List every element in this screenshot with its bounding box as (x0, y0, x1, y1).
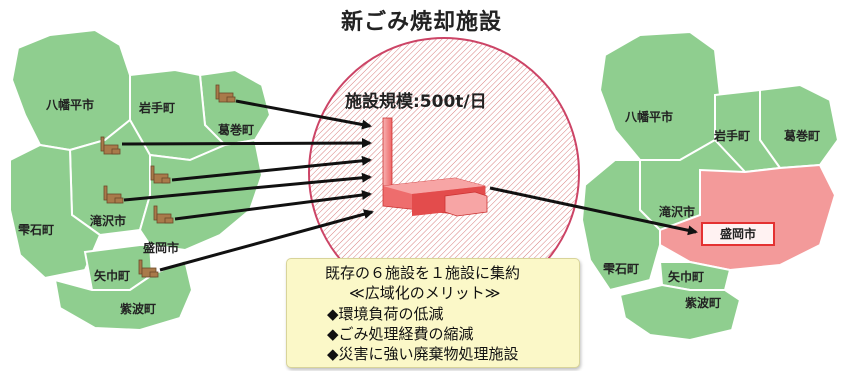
right-label-iwate: 岩手町 (714, 129, 751, 143)
facility-icon-2 (100, 136, 121, 155)
arrow-1 (235, 99, 372, 130)
left-label-kuzumaki: 葛巻町 (218, 123, 255, 137)
facility-icon-6 (138, 259, 159, 278)
right-region-shizukuishi (580, 159, 661, 292)
right-label-hachimantai: 八幡平市 (625, 110, 674, 124)
left-map (9, 28, 272, 332)
facility-icon-3 (150, 165, 171, 184)
right-label-yahaba: 矢巾町 (668, 270, 705, 284)
facility-icon-5 (153, 205, 174, 224)
facility-icon-4 (103, 185, 124, 204)
left-label-morioka: 盛岡市 (143, 241, 180, 255)
right-label-morioka: 盛岡市 (719, 227, 756, 241)
left-label-hachimantai: 八幡平市 (46, 98, 95, 112)
left-label-shiwa: 紫波町 (120, 302, 157, 316)
right-map (580, 30, 840, 342)
info-headline: 既存の６施設を１施設に集約 (325, 264, 521, 282)
left-region-shiwa (53, 258, 194, 332)
arrow-6 (159, 209, 374, 272)
left-label-iwate: 岩手町 (139, 101, 176, 115)
right-label-shiwa: 紫波町 (685, 296, 722, 310)
arrow-5 (174, 190, 372, 221)
right-label-kuzumaki: 葛巻町 (784, 129, 821, 143)
right-region-hachimantai (598, 30, 722, 161)
page-title: 新ごみ焼却施設 (340, 10, 502, 35)
left-label-takizawa: 滝沢市 (90, 214, 127, 228)
right-label-takizawa: 滝沢市 (659, 205, 696, 219)
merit-item-3: ◆災害に強い廃棄物処理施設 (327, 345, 519, 363)
central-facility-icon (382, 117, 488, 217)
left-label-shizukuishi: 雫石町 (18, 223, 55, 237)
right-region-shiwa (618, 283, 742, 342)
left-region-hachimantai (10, 28, 131, 152)
info-subhead: ≪広域化のメリット≫ (349, 284, 501, 302)
merits-info-box: 既存の６施設を１施設に集約 ≪広域化のメリット≫ ◆環境負荷の低減 ◆ごみ処理経… (286, 258, 580, 368)
left-region-morioka (138, 138, 264, 252)
arrow-2 (121, 138, 372, 149)
merit-item-2: ◆ごみ処理経費の縮減 (327, 325, 474, 343)
arrow-to-morioka (489, 186, 698, 236)
arrows (121, 99, 698, 272)
arrow-3 (171, 155, 372, 182)
right-label-morioka-highlight: 盛岡市 (701, 222, 775, 246)
right-label-shizukuishi: 雫石町 (603, 262, 640, 276)
merit-item-1: ◆環境負荷の低減 (327, 305, 444, 323)
arrow-4 (123, 172, 372, 202)
facility-icons (100, 84, 236, 278)
facility-icon-1 (215, 84, 236, 103)
facility-scale-label: 施設規模:500t/日 (345, 92, 487, 112)
left-label-yahaba: 矢巾町 (94, 269, 131, 283)
